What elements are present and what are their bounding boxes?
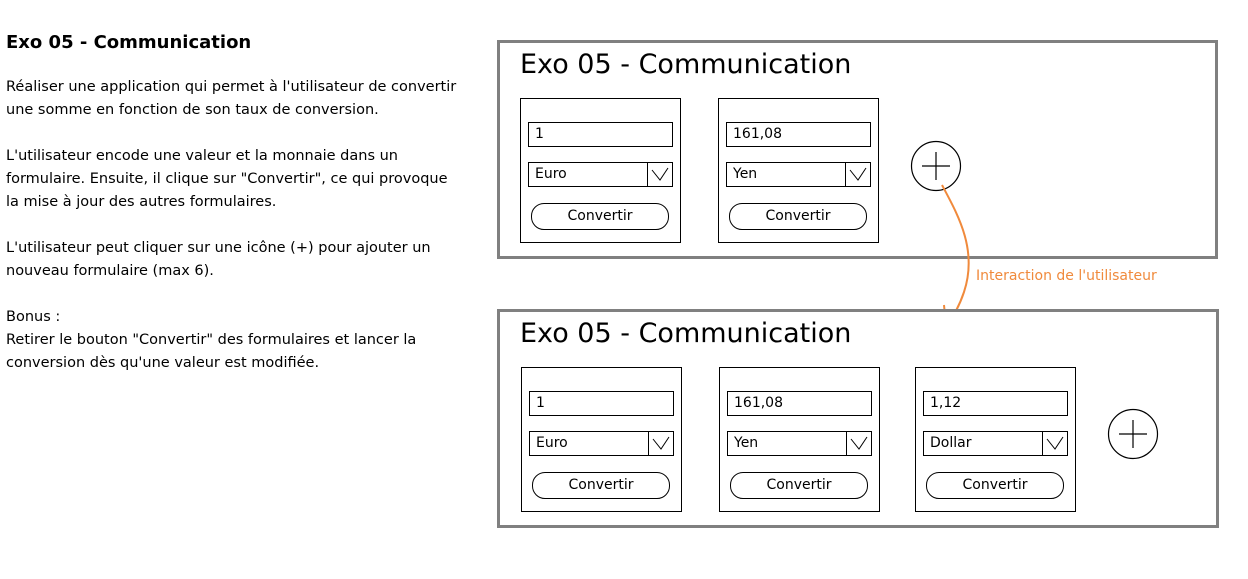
- chevron-down-icon[interactable]: [845, 163, 870, 186]
- chevron-down-icon[interactable]: [846, 432, 871, 455]
- currency-selected-value: Euro: [535, 166, 567, 182]
- instructions-paragraph-4: Bonus : Retirer le bouton "Convertir" de…: [6, 309, 417, 371]
- mockup-before-window: Exo 05 - Communication 1 Euro Convertir …: [497, 40, 1218, 259]
- currency-select[interactable]: Yen: [726, 162, 871, 187]
- instructions-title: Exo 05 - Communication: [6, 32, 252, 53]
- mockup-after-window: Exo 05 - Communication 1 Euro Convertir …: [497, 309, 1219, 528]
- currency-selected-value: Yen: [733, 166, 758, 182]
- instructions-panel: Exo 05 - Communication Réaliser une appl…: [6, 30, 486, 398]
- interaction-label: Interaction de l'utilisateur: [976, 268, 1157, 284]
- plus-circle-icon[interactable]: [1107, 408, 1159, 460]
- currency-selected-value: Dollar: [930, 435, 972, 451]
- currency-select[interactable]: Euro: [528, 162, 673, 187]
- chevron-down-icon[interactable]: [1042, 432, 1067, 455]
- convert-button[interactable]: Convertir: [730, 472, 868, 499]
- mockup-before-title: Exo 05 - Communication: [520, 49, 852, 80]
- currency-select[interactable]: Euro: [529, 431, 674, 456]
- plus-circle-icon[interactable]: [910, 140, 962, 192]
- amount-input[interactable]: 161,08: [727, 391, 872, 416]
- chevron-down-icon[interactable]: [647, 163, 672, 186]
- convert-button[interactable]: Convertir: [532, 472, 670, 499]
- convert-button[interactable]: Convertir: [729, 203, 867, 230]
- convert-button[interactable]: Convertir: [926, 472, 1064, 499]
- instructions-paragraph-2: L'utilisateur encode une valeur et la mo…: [6, 148, 448, 210]
- converter-form: 1 Euro Convertir: [520, 98, 681, 243]
- currency-selected-value: Euro: [536, 435, 568, 451]
- currency-select[interactable]: Dollar: [923, 431, 1068, 456]
- amount-input[interactable]: 1: [529, 391, 674, 416]
- instructions-paragraph-3: L'utilisateur peut cliquer sur une icône…: [6, 240, 431, 279]
- amount-input[interactable]: 161,08: [726, 122, 871, 147]
- amount-input[interactable]: 1,12: [923, 391, 1068, 416]
- converter-form: 161,08 Yen Convertir: [718, 98, 879, 243]
- chevron-down-icon[interactable]: [648, 432, 673, 455]
- currency-select[interactable]: Yen: [727, 431, 872, 456]
- currency-selected-value: Yen: [734, 435, 759, 451]
- interaction-arrow-icon: [941, 184, 970, 328]
- mockup-after-title: Exo 05 - Communication: [520, 318, 852, 349]
- convert-button[interactable]: Convertir: [531, 203, 669, 230]
- converter-form: 1 Euro Convertir: [521, 367, 682, 512]
- instructions-paragraph-1: Réaliser une application qui permet à l'…: [6, 79, 457, 118]
- converter-form: 1,12 Dollar Convertir: [915, 367, 1076, 512]
- amount-input[interactable]: 1: [528, 122, 673, 147]
- converter-form: 161,08 Yen Convertir: [719, 367, 880, 512]
